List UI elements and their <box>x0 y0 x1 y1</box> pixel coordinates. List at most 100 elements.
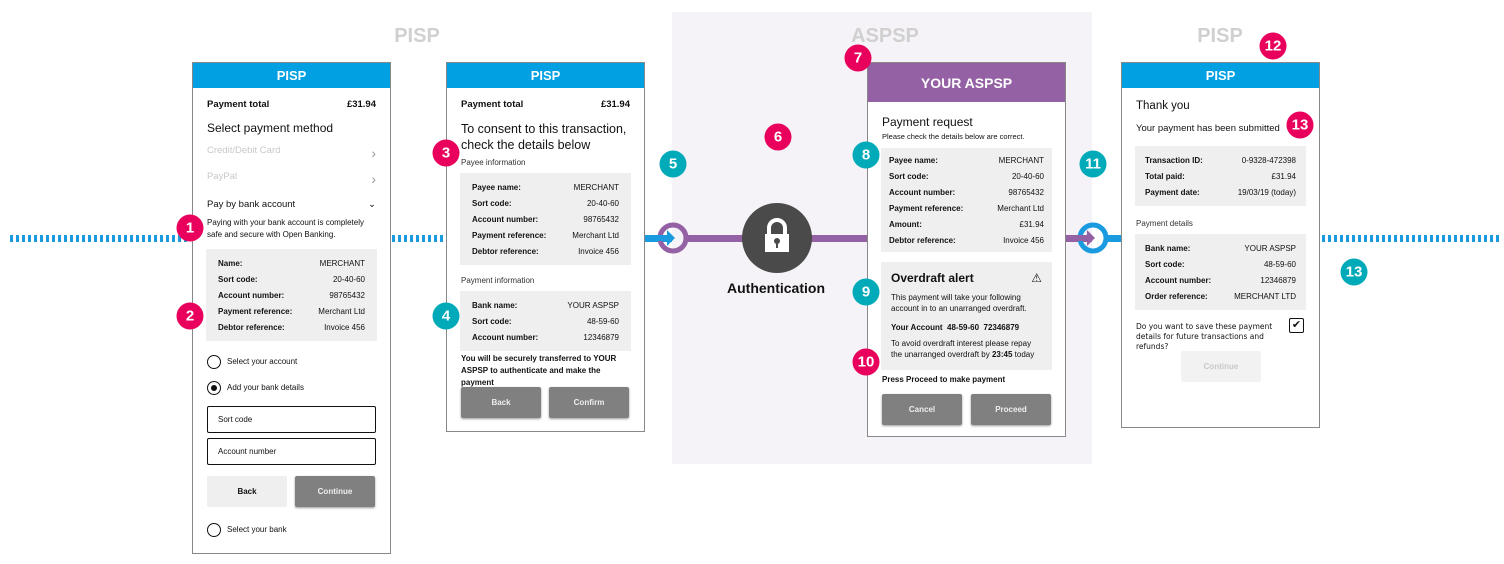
detail-row: Account number:12346879 <box>1145 272 1296 288</box>
detail-row: Sort code: 48-59-60 <box>472 313 619 329</box>
detail-label: Total paid: <box>1145 171 1185 181</box>
confirm-button[interactable]: Confirm <box>549 387 629 418</box>
detail-row: Total paid: £31.94 <box>1145 168 1296 184</box>
detail-value: 48-59-60 <box>1263 259 1296 269</box>
step-badge: 7 <box>844 44 872 72</box>
method-label: Pay by bank account <box>207 199 296 210</box>
detail-value: Invoice 456 <box>1003 235 1044 245</box>
radio-select-bank[interactable]: Select your bank <box>207 523 376 537</box>
detail-row: Debtor reference:Invoice 456 <box>218 319 365 335</box>
proceed-button[interactable]: Proceed <box>971 394 1051 425</box>
detail-label: Sort code: <box>472 316 512 326</box>
radio-label: Select your account <box>227 357 298 367</box>
method-paypal[interactable]: PayPal› <box>207 171 376 187</box>
radio-icon <box>207 355 221 369</box>
warning-icon: ⚠ <box>1031 271 1042 285</box>
alert-text: This payment will take your following ac… <box>891 293 1027 313</box>
chevron-right-icon: › <box>371 145 376 161</box>
detail-label: Payment reference: <box>472 230 547 240</box>
detail-label: Account number: <box>218 290 285 300</box>
detail-value: £31.94 <box>1271 171 1296 181</box>
flow-line-dotted <box>1322 235 1500 242</box>
detail-row: Sort code:20-40-60 <box>472 195 619 211</box>
panel-header: PISP <box>447 63 644 88</box>
detail-value: £31.94 <box>1019 219 1044 229</box>
detail-value: Merchant Ltd <box>997 203 1044 213</box>
account-number-input[interactable]: Account number <box>207 438 376 465</box>
detail-label: Debtor reference: <box>218 322 285 332</box>
subtitle: Please check the details below are corre… <box>882 132 1025 141</box>
detail-row: Payment reference:Merchant Ltd <box>472 227 619 243</box>
payment-title: Payment information <box>461 276 535 285</box>
sort-code-input[interactable]: Sort code <box>207 406 376 433</box>
detail-row: Account number:12346879 <box>472 329 619 345</box>
detail-row: Payee name:MERCHANT <box>889 152 1044 168</box>
step-badge: 4 <box>432 302 460 330</box>
method-label: Credit/Debit Card <box>207 145 281 156</box>
detail-label: Bank name: <box>472 300 518 310</box>
alert-title: Overdraft alert <box>891 271 974 285</box>
detail-label: Transaction ID: <box>1145 155 1203 165</box>
screen-consent: PISP Payment total£31.94 To consent to t… <box>446 62 645 432</box>
detail-row: Order reference:MERCHANT LTD <box>1145 288 1296 304</box>
detail-value: 20-40-60 <box>1011 171 1044 181</box>
step-badge: 13 <box>1286 111 1314 139</box>
title: Thank you <box>1136 100 1190 112</box>
save-question: Do you want to save these payment detail… <box>1136 322 1273 351</box>
cancel-button[interactable]: Cancel <box>882 394 962 425</box>
section-label-aspsp: ASPSP <box>851 25 919 47</box>
step-badge: 1 <box>176 214 204 242</box>
radio-add-bank-details[interactable]: Add your bank details <box>207 381 376 395</box>
step-badge: 12 <box>1259 32 1287 60</box>
total-label: Payment total <box>207 99 270 110</box>
detail-row: Name:MERCHANT <box>218 255 365 271</box>
step-badge: 6 <box>764 123 792 151</box>
method-bank-account[interactable]: Pay by bank account ⌄ <box>207 199 376 210</box>
radio-select-account[interactable]: Select your account <box>207 355 376 369</box>
account-line: Your Account 48-59-60 72346879 <box>891 323 1020 332</box>
panel-header: PISP <box>193 63 390 88</box>
detail-label: Amount: <box>889 219 922 229</box>
detail-label: Account number: <box>889 187 956 197</box>
radio-label: Add your bank details <box>227 383 304 393</box>
detail-row: Sort code:20-40-60 <box>889 168 1044 184</box>
detail-value: 48-59-60 <box>586 316 619 326</box>
detail-value: YOUR ASPSP <box>567 300 619 310</box>
screen-select-payment-method: PISP Payment total£31.94 Select payment … <box>192 62 391 554</box>
screen-aspsp-payment-request: YOUR ASPSP Payment request Please check … <box>867 62 1066 437</box>
total-value: £31.94 <box>346 99 376 110</box>
back-button[interactable]: Back <box>461 387 541 418</box>
back-button[interactable]: Back <box>207 476 287 507</box>
detail-row: Account number:98765432 <box>472 211 619 227</box>
detail-value: MERCHANT LTD <box>1234 291 1296 301</box>
method-credit-card[interactable]: Credit/Debit Card › <box>207 145 376 161</box>
continue-button[interactable]: Continue <box>1181 351 1261 382</box>
detail-value: 19/03/19 (today) <box>1237 187 1296 197</box>
detail-value: YOUR ASPSP <box>1244 243 1296 253</box>
info-text: Paying with your bank account is complet… <box>207 218 364 239</box>
radio-label: Select your bank <box>227 525 287 535</box>
detail-value: MERCHANT <box>998 155 1044 165</box>
heading: To consent to this transaction, check th… <box>461 122 627 152</box>
panel-header: YOUR ASPSP <box>868 63 1065 102</box>
save-details-checkbox[interactable]: ✔ <box>1289 318 1304 333</box>
radio-icon <box>207 523 221 537</box>
continue-button[interactable]: Continue <box>295 476 375 507</box>
radio-selected-icon <box>207 381 221 395</box>
flow-line-blue <box>1105 235 1121 242</box>
detail-label: Payment date: <box>1145 187 1200 197</box>
section-label-pisp-right: PISP <box>1197 25 1243 47</box>
step-badge: 13 <box>1340 258 1368 286</box>
detail-value: 98765432 <box>583 214 619 224</box>
chevron-down-icon: ⌄ <box>368 199 376 210</box>
step-badge: 10 <box>852 348 880 376</box>
total-value: £31.94 <box>600 99 630 110</box>
detail-value: MERCHANT <box>319 258 365 268</box>
detail-label: Payee name: <box>472 182 521 192</box>
step-badge: 8 <box>852 141 880 169</box>
detail-row: Transaction ID:0-9328-472398 <box>1145 152 1296 168</box>
